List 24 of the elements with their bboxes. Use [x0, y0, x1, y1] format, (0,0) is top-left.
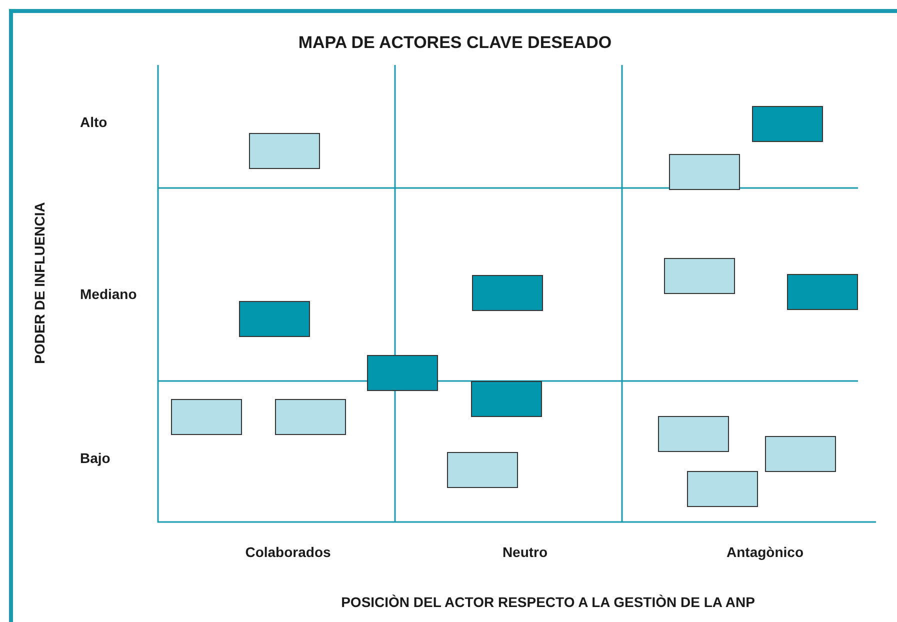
actor-box — [171, 399, 242, 435]
axis-category-label: Antagònico — [726, 545, 804, 560]
axis-title: POSICIÒN DEL ACTOR RESPECTO A LA GESTIÒN DE LA ANP — [341, 595, 755, 610]
actor-box — [687, 471, 758, 507]
actor-box-dark — [367, 355, 438, 391]
actor-box-dark — [787, 274, 858, 310]
axis-level-label: Alto — [80, 115, 108, 130]
actor-box-dark — [472, 275, 543, 311]
title: MAPA DE ACTORES CLAVE DESEADO — [297, 34, 613, 53]
actor-box — [669, 154, 740, 190]
actor-box — [664, 258, 735, 294]
actor-box-dark — [239, 301, 310, 337]
actor-box — [249, 133, 320, 169]
actor-box — [765, 436, 836, 472]
actor-box-dark — [471, 381, 542, 417]
actor-box-dark — [752, 106, 823, 142]
actor-box — [275, 399, 346, 435]
actor-box — [447, 452, 518, 488]
axis-category-label: Colaborados — [245, 545, 331, 560]
axis-category-label: Neutro — [502, 545, 548, 560]
axis-title: PODER DE INFLUENCIA — [32, 202, 48, 364]
axis-level-label: Mediano — [80, 287, 137, 302]
actor-box — [658, 416, 729, 452]
axis-level-label: Bajo — [80, 451, 110, 466]
